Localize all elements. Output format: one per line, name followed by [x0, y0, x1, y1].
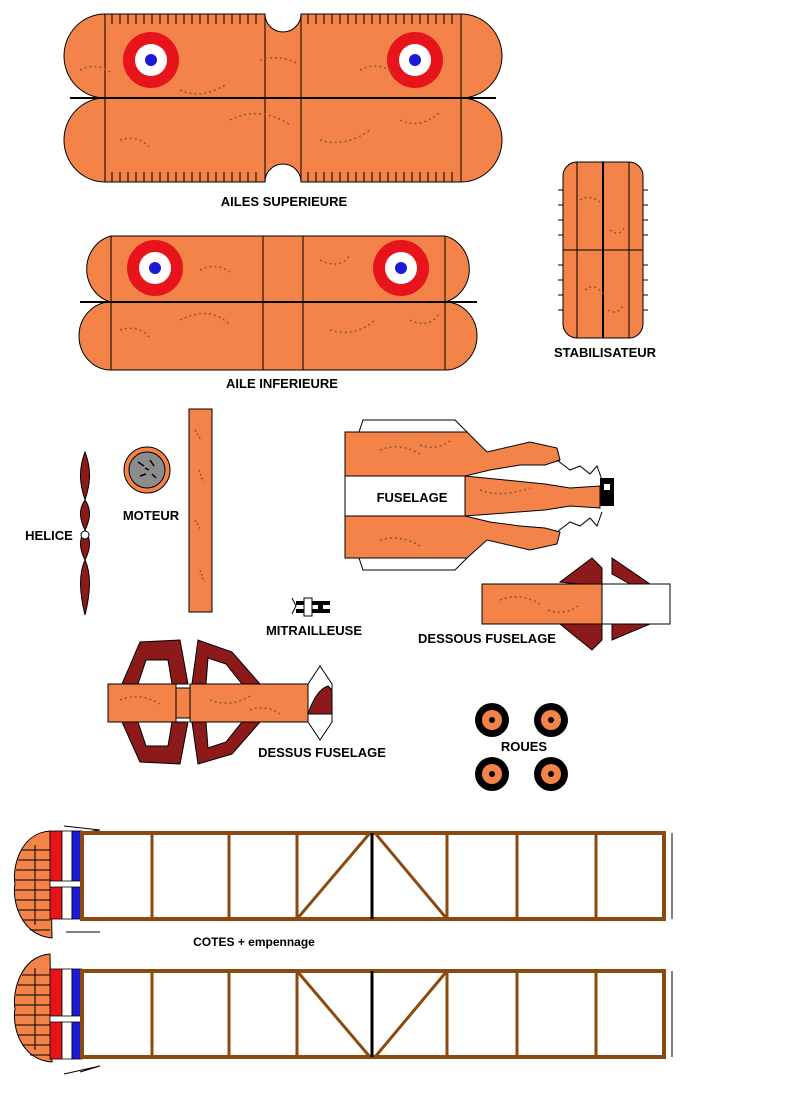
fuselage-strip-part [188, 408, 213, 613]
wheel [534, 703, 568, 737]
wheel [534, 757, 568, 791]
stabilizer-label: STABILISATEUR [554, 345, 657, 360]
fuselage-label: FUSELAGE [377, 490, 448, 505]
machine-gun-label: MITRAILLEUSE [266, 623, 362, 638]
upper-wing-label: AILES SUPERIEURE [221, 194, 348, 209]
roundel-lower-right [373, 240, 429, 296]
fuselage-top-label: DESSUS FUSELAGE [258, 745, 386, 760]
sides-label: COTES + empennage [193, 935, 315, 949]
fuselage-top-part [107, 639, 333, 765]
propeller-label: HELICE [25, 528, 73, 543]
roundel-right [387, 32, 443, 88]
roundel-left [123, 32, 179, 88]
lower-wing-part [78, 235, 478, 371]
propeller-part [80, 450, 90, 616]
fuselage-bottom-part [481, 557, 671, 651]
wheel [475, 757, 509, 791]
roundel-lower-left [127, 240, 183, 296]
stabilizer-part [558, 161, 648, 339]
side-panel-lower [13, 953, 673, 1075]
machine-gun-part [291, 597, 330, 617]
lower-wing-label: AILE INFERIEURE [226, 376, 338, 391]
side-panel-upper [13, 825, 673, 939]
engine-label: MOTEUR [123, 508, 180, 523]
engine-part [123, 446, 171, 494]
upper-wing-part [63, 13, 503, 183]
wheel [475, 703, 509, 737]
wheels-part [475, 703, 568, 791]
fuselage-part [344, 419, 614, 571]
wheels-label: ROUES [501, 739, 548, 754]
fuselage-bottom-label: DESSOUS FUSELAGE [418, 631, 556, 646]
